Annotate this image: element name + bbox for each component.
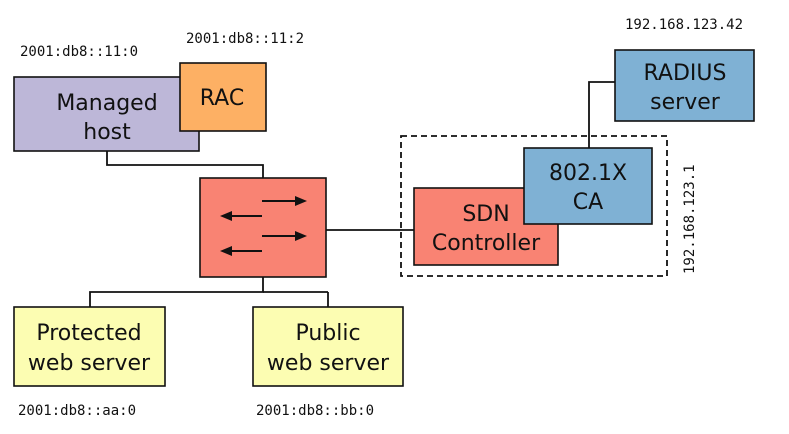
managed-host-box [13, 76, 200, 152]
protected-web-server-node[interactable]: Protected web server [13, 306, 166, 387]
protected-web-server-label-line2: web server [28, 351, 151, 376]
wire-host-to-switch [106, 151, 264, 178]
ca-box [523, 147, 653, 225]
public-web-server-node[interactable]: Public web server [252, 306, 404, 387]
sdn-controller-node[interactable]: SDN Controller [413, 187, 559, 266]
public-web-server-address: 2001:db8::bb:0 [256, 403, 374, 419]
managed-host-address: 2001:db8::11:0 [20, 44, 138, 60]
switch-arrows-icon [220, 196, 307, 256]
connections [89, 81, 615, 307]
sdn-controller-label-line1: SDN [462, 202, 509, 227]
rac-address: 2001:db8::11:2 [186, 31, 304, 47]
protected-web-server-box [13, 306, 166, 387]
wire-ca-to-radius [588, 81, 615, 148]
public-web-server-label-line1: Public [295, 321, 360, 346]
radius-server-box [614, 49, 755, 122]
managed-host-label-line2: host [83, 120, 131, 145]
rac-label: RAC [200, 86, 244, 111]
managed-host-label-line1: Managed [56, 91, 157, 116]
controller-group-border [400, 135, 668, 277]
switch-box [199, 177, 327, 278]
controller-group-address: 192.168.123.1 [682, 164, 698, 274]
sdn-controller-label-line2: Controller [432, 231, 541, 256]
radius-server-node[interactable]: RADIUS server [614, 49, 755, 122]
radius-server-label-line1: RADIUS [644, 61, 727, 86]
rac-node[interactable]: RAC [179, 62, 267, 132]
protected-web-server-address: 2001:db8::aa:0 [18, 403, 136, 419]
protected-web-server-label-line1: Protected [36, 321, 141, 346]
switch-node[interactable] [199, 177, 327, 278]
public-web-server-box [252, 306, 404, 387]
radius-server-address: 192.168.123.42 [625, 17, 743, 33]
public-web-server-label-line2: web server [267, 351, 390, 376]
wire-switch-to-servers [89, 277, 264, 307]
ca-label-line2: CA [573, 190, 603, 215]
ca-label-line1: 802.1X [549, 161, 627, 186]
rac-box [179, 62, 267, 132]
ca-node[interactable]: 802.1X CA [523, 147, 653, 225]
managed-host-node[interactable]: Managed host [13, 76, 200, 152]
radius-server-label-line2: server [650, 90, 721, 115]
